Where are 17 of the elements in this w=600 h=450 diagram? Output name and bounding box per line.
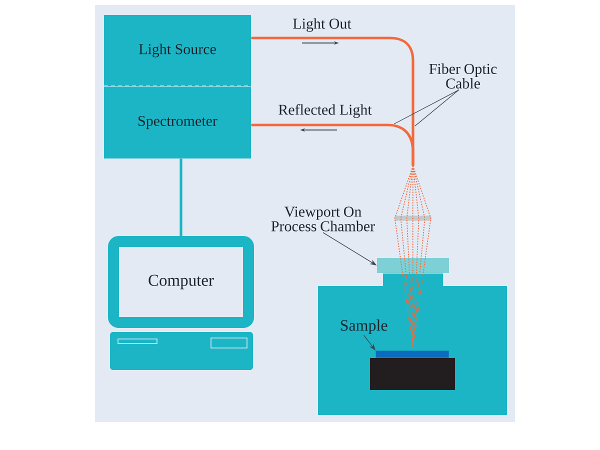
callout-label: Fiber Optic Cable bbox=[429, 63, 497, 89]
fiber-optic-cable bbox=[251, 124, 414, 166]
leader-line bbox=[394, 89, 460, 124]
viewport-window bbox=[377, 258, 449, 273]
node-label: Light Source bbox=[138, 44, 216, 58]
light-source-box: Light Source bbox=[104, 15, 251, 86]
light-cone bbox=[394, 165, 432, 348]
leader-line bbox=[414, 89, 460, 126]
callout-label: Viewport On Process Chamber bbox=[271, 206, 375, 232]
edge-label: Light Out bbox=[292, 17, 352, 33]
computer-monitor: Computer bbox=[108, 236, 254, 328]
edge-label: Reflected Light bbox=[277, 103, 373, 119]
process-chamber bbox=[318, 274, 507, 415]
node-label: Spectrometer bbox=[138, 116, 218, 130]
spectrometer-box: Spectrometer bbox=[104, 86, 251, 158]
callout-label: Sample bbox=[340, 320, 388, 334]
connector-line bbox=[180, 158, 182, 236]
